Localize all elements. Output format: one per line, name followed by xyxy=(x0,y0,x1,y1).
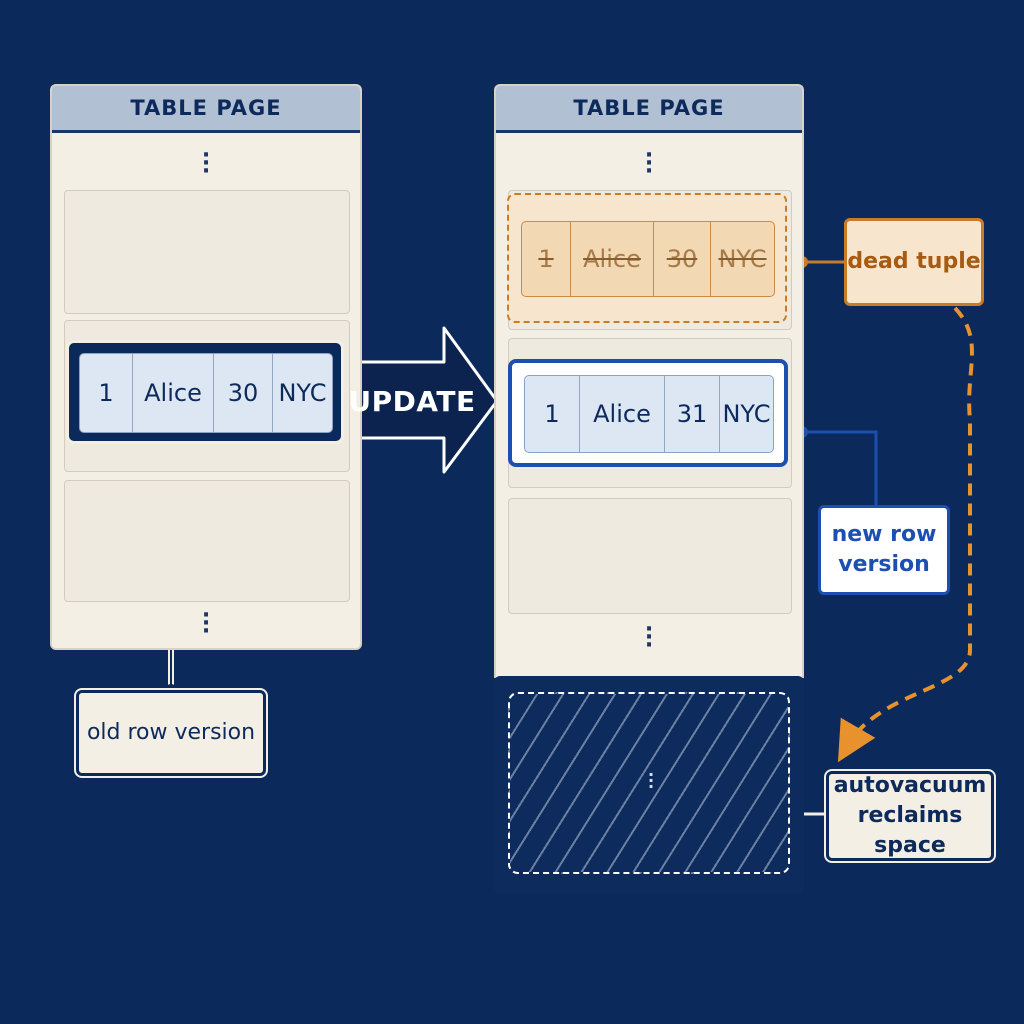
cell-name: Alice xyxy=(571,222,654,296)
cell-city: NYC xyxy=(722,400,771,428)
ellipsis-icon: ··· xyxy=(644,143,654,184)
cell-age: 31 xyxy=(665,376,720,452)
new-row-label-line1: new row xyxy=(831,522,937,547)
autovacuum-arrow xyxy=(837,306,974,763)
autovacuum-label-line1: autovacuum xyxy=(833,773,987,798)
dead-tuple-frame: 1 Alice 30 NYC xyxy=(507,193,787,323)
new-row-label-line2: version xyxy=(838,552,930,577)
cell-name: Alice xyxy=(133,354,214,432)
cell-age: 30 xyxy=(214,354,273,432)
old-row-version-label: old row version xyxy=(76,690,266,776)
cell-age: 30 xyxy=(654,222,711,296)
empty-slot xyxy=(64,480,350,602)
ellipsis-icon: ··· xyxy=(201,603,211,644)
right-page-header: TABLE PAGE xyxy=(496,86,802,133)
autovacuum-label-line2: reclaims space xyxy=(857,803,963,858)
old-row-frame: 1 Alice 30 NYC xyxy=(66,340,344,444)
autovacuum-label: autovacuum reclaims space xyxy=(826,771,994,861)
update-arrow xyxy=(346,326,499,474)
cell-city: NYC xyxy=(718,245,767,273)
new-row-version-label: new row version xyxy=(818,505,950,595)
cell-id: 1 xyxy=(525,376,580,452)
reclaimed-space: ··· xyxy=(508,692,790,874)
new-row: 1 Alice 31 NYC xyxy=(524,375,774,453)
empty-slot xyxy=(508,498,792,614)
cell-city: NYC xyxy=(278,379,327,407)
dead-row: 1 Alice 30 NYC xyxy=(521,221,775,297)
cell-id: 1 xyxy=(80,354,133,432)
new-row-frame: 1 Alice 31 NYC xyxy=(508,359,788,467)
ellipsis-icon: ··· xyxy=(647,765,655,796)
reclaimed-panel: ··· xyxy=(494,676,804,894)
update-label: UPDATE xyxy=(348,384,476,418)
ellipsis-icon: ··· xyxy=(644,617,654,658)
left-page-header: TABLE PAGE xyxy=(52,86,360,133)
old-row: 1 Alice 30 NYC xyxy=(79,353,333,433)
cell-name: Alice xyxy=(580,376,665,452)
dead-tuple-label: dead tuple xyxy=(844,218,984,306)
ellipsis-icon: ··· xyxy=(201,143,211,184)
cell-id: 1 xyxy=(522,222,571,296)
new-row-connector xyxy=(802,430,878,505)
empty-slot xyxy=(64,190,350,314)
